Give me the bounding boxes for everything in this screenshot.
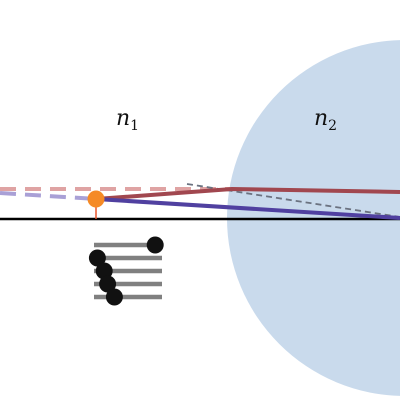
slider-knob-4[interactable] [99,275,117,293]
slider-group [88,236,164,306]
red-ray [95,186,400,201]
blue-ray-virtual-extension [0,191,97,201]
blue-ray [95,197,400,220]
slider-knob-2[interactable] [88,249,106,267]
medium-2-label: n2 [314,106,338,134]
slider-knob-1[interactable] [146,236,164,254]
point-source[interactable] [87,190,105,208]
slider-knob-5[interactable] [105,288,123,306]
medium-1-label: n1 [116,106,140,134]
slider-knob-3[interactable] [95,262,113,280]
